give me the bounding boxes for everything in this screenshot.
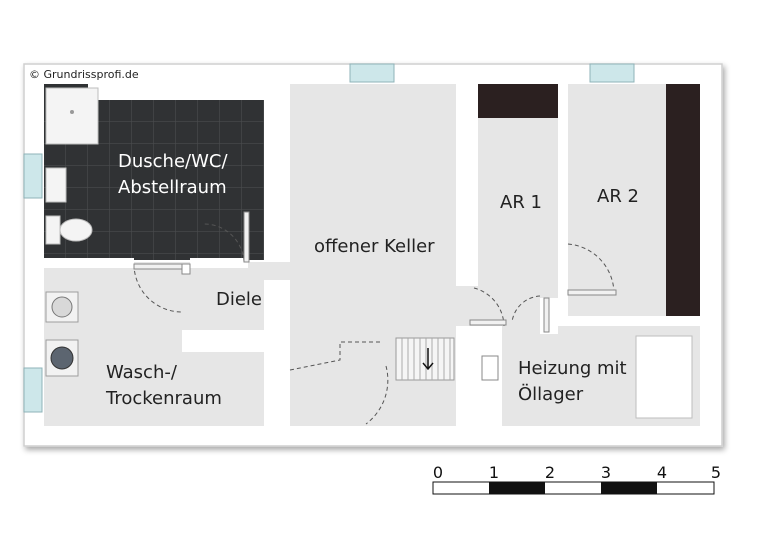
scale-label-0: 0 <box>433 463 443 482</box>
shower-drain <box>70 110 74 114</box>
toilet-bowl <box>59 218 93 242</box>
wall <box>456 84 478 286</box>
ar1-floor <box>478 84 558 326</box>
scale-label-4: 4 <box>657 463 667 482</box>
scale-label-2: 2 <box>545 463 555 482</box>
wall <box>566 316 700 326</box>
room-label-wasch-2: Trockenraum <box>105 388 222 409</box>
machine-drum <box>51 296 73 318</box>
window <box>23 153 43 199</box>
window <box>23 367 43 413</box>
machine-drum <box>50 346 74 370</box>
room-label-wasch-1: Wasch-/ <box>106 362 178 383</box>
room-label-diele: Diele <box>216 289 262 310</box>
copyright-text: © Grundrissprofi.de <box>29 68 139 81</box>
scale-label-1: 1 <box>489 463 499 482</box>
room-label-ar2: AR 2 <box>597 186 639 207</box>
oil-tank <box>635 335 693 419</box>
keller-floor-lower <box>456 286 480 326</box>
window <box>349 63 395 83</box>
wall <box>264 280 290 330</box>
room-label-heizung-2: Öllager <box>518 383 584 405</box>
ar1-dark-shelf <box>478 84 558 118</box>
scale-label-5: 5 <box>711 463 721 482</box>
door-swings <box>133 223 615 425</box>
room-label-bath-1: Dusche/WC/ <box>118 151 228 172</box>
wall <box>264 84 290 260</box>
toilet-tank <box>45 215 61 245</box>
wall <box>190 258 248 268</box>
scale-label-3: 3 <box>601 463 611 482</box>
shower-tray <box>45 87 99 145</box>
room-label-heizung-1: Heizung mit <box>518 358 627 379</box>
door-leaves <box>133 211 617 333</box>
heater-unit <box>481 355 499 381</box>
room-label-ar1: AR 1 <box>500 192 542 213</box>
wall <box>264 330 290 430</box>
wall <box>558 84 568 242</box>
wall <box>182 330 290 352</box>
sink <box>45 167 67 203</box>
window <box>589 63 635 83</box>
ar2-dark-shelf <box>666 84 700 316</box>
scale-bar: 0 1 2 3 4 5 <box>432 463 721 495</box>
wall <box>44 258 134 268</box>
room-label-keller: offener Keller <box>314 236 435 257</box>
stairs <box>395 337 455 381</box>
room-label-bath-2: Abstellraum <box>118 177 227 198</box>
